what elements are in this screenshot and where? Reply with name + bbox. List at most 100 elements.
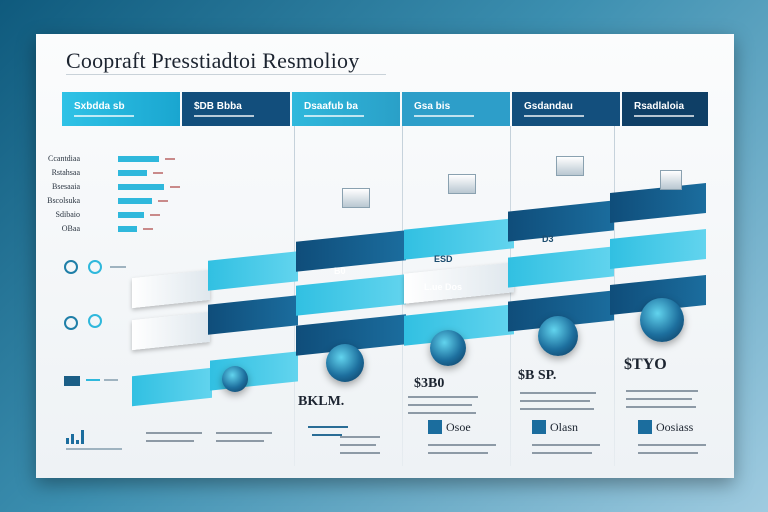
target-icon [64, 316, 78, 330]
mini-bar [118, 212, 144, 218]
device-icon [556, 156, 584, 176]
column-header-2: $DB Bbba [182, 92, 290, 126]
box-icon [532, 420, 546, 434]
ribbon-segment [208, 251, 298, 291]
divider-line [86, 379, 100, 381]
text-line [408, 412, 476, 414]
stat-value: $3B0 [414, 376, 445, 391]
column-header-5: Gsdandau [512, 92, 620, 126]
text-line [308, 426, 348, 428]
mini-bar-label: Ccantdiaa [48, 154, 80, 163]
monitor-icon [64, 376, 80, 386]
text-line [340, 444, 376, 446]
ribbon-tag: ESD [434, 254, 453, 264]
column-header-subtext [634, 115, 694, 117]
mini-bar [118, 156, 159, 162]
ribbon-segment [404, 218, 514, 260]
mini-bar [118, 226, 137, 232]
sphere-icon [538, 316, 578, 356]
mini-bar [118, 184, 164, 190]
column-header-subtext [524, 115, 584, 117]
mini-bar-marker [170, 186, 180, 188]
stat-value: BKLM. [298, 394, 345, 409]
column-header-subtext [304, 115, 364, 117]
cta-label: Oosiass [656, 419, 694, 434]
sphere-icon [640, 298, 684, 342]
column-header-subtext [74, 115, 134, 117]
text-line [312, 434, 342, 436]
cta-item[interactable]: Oosiass [638, 418, 693, 436]
chart-icon [88, 260, 102, 274]
mini-bar-label: OBaa [61, 224, 80, 233]
column-separator [510, 126, 511, 466]
device-icon [660, 170, 682, 190]
column-header-subtext [414, 115, 474, 117]
text-line [408, 404, 472, 406]
box-icon [638, 420, 652, 434]
column-header-label: Dsaafub ba [304, 101, 358, 112]
column-header-label: Rsadlaloia [634, 101, 685, 112]
mini-bar-marker [158, 200, 168, 202]
ribbon-segment [132, 269, 210, 309]
mini-bar-marker [165, 158, 175, 160]
globe-icon [64, 260, 78, 274]
page-title: Coopraft Presstiadtoi Resmolioy [66, 48, 360, 73]
text-line [520, 400, 590, 402]
stat-value: $B SP. [518, 368, 557, 383]
device-icon [342, 188, 370, 208]
text-line [520, 392, 596, 394]
cta-item[interactable]: Olasn [532, 418, 578, 436]
ribbon-segment [508, 200, 614, 242]
text-line [520, 408, 594, 410]
mini-bar-label: Sdibaio [55, 210, 80, 219]
divider-line [104, 379, 118, 381]
column-header-6: Rsadlaloia [622, 92, 708, 126]
column-header-subtext [194, 115, 254, 117]
text-line [428, 452, 488, 454]
device-icon [448, 174, 476, 194]
mini-bar-marker [143, 228, 153, 230]
mini-bar-marker [150, 214, 160, 216]
text-line [638, 444, 706, 446]
text-line [638, 452, 698, 454]
ribbon-segment [508, 246, 614, 288]
small-bars-icon [66, 430, 84, 444]
box-icon [428, 420, 442, 434]
column-header-label: Gsa bis [414, 101, 451, 112]
divider-line [66, 448, 122, 450]
column-header-label: Gsdandau [524, 101, 573, 112]
text-line [532, 444, 600, 446]
text-line [626, 398, 692, 400]
sphere-icon [222, 366, 248, 392]
text-line [340, 452, 380, 454]
text-line [216, 432, 272, 434]
ribbon-segment [296, 230, 406, 272]
column-header-4: Gsa bis [402, 92, 510, 126]
ribbon-segment [208, 295, 298, 335]
mini-bar [118, 170, 147, 176]
mini-bar-label: Bsesaaia [52, 182, 80, 191]
text-line [626, 390, 698, 392]
mini-bar [118, 198, 152, 204]
text-line [340, 436, 380, 438]
ribbon-segment [610, 182, 706, 224]
cta-label: Osoe [446, 419, 471, 434]
mini-bar-marker [153, 172, 163, 174]
ribbon-segment [132, 367, 212, 407]
ribbon-tag: B0 [334, 266, 346, 276]
divider-line [110, 266, 126, 268]
text-line [428, 444, 496, 446]
presentation-board: Coopraft Presstiadtoi Resmolioy Sxbdda s… [36, 34, 734, 478]
text-line [408, 396, 478, 398]
text-line [146, 440, 194, 442]
ribbon-segment [132, 311, 210, 351]
text-line [532, 452, 592, 454]
sphere-icon [326, 344, 364, 382]
text-line [216, 440, 264, 442]
cta-label: Olasn [550, 419, 578, 434]
stat-value: $TYO [624, 356, 667, 373]
ribbon-tag: L.ue Dos [424, 282, 463, 292]
cta-item[interactable]: Osoe [428, 418, 471, 436]
text-line [146, 432, 202, 434]
column-header-label: Sxbdda sb [74, 101, 125, 112]
